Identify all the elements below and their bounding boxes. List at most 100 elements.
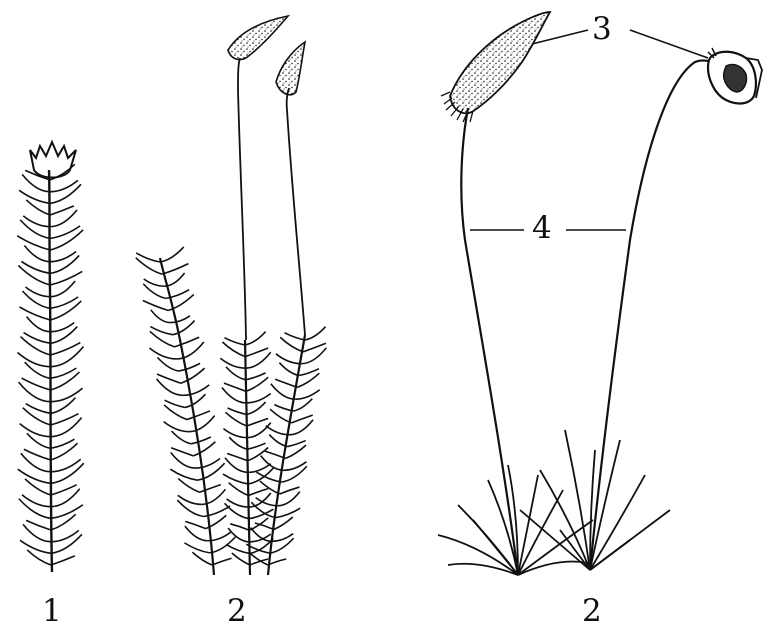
tuft-leaf: [448, 564, 518, 575]
plant-2-shoot-c-leaf: [274, 405, 293, 411]
plant-1-leaf: [22, 495, 51, 507]
plant-2-shoot-b-leaf: [227, 453, 248, 460]
plant-1-leaf: [51, 439, 75, 448]
plant-2-shoot-b-leaf: [248, 447, 269, 460]
plant-2-shoot-a-leaf: [200, 485, 221, 493]
capsule-naked: [708, 48, 762, 103]
plant-2-left-shoot-b-stem: [245, 340, 250, 575]
plant-1-leaf: [23, 524, 51, 541]
label-plant-2-right: 2: [580, 596, 604, 627]
tuft-leaf: [565, 430, 590, 570]
plant-2-shoot-b-leaf: [248, 464, 271, 473]
plant-2-shoot-b-leaf: [248, 489, 268, 496]
plant-2-shoot-c-leaf: [303, 343, 326, 352]
plant-1-leaf: [20, 540, 51, 553]
plant-1-stem: [49, 170, 52, 572]
plant-1-leaf: [19, 190, 50, 203]
plant-2-shoot-a-leaf: [175, 337, 200, 347]
plant-2-shoot-c-leaf: [301, 348, 326, 364]
plant-1-leaf: [50, 271, 82, 285]
plant-2-shoot-a-leaf: [157, 374, 181, 383]
plant-1-leaf: [25, 170, 50, 180]
plant-1-leaf: [23, 408, 51, 425]
plant-1-leaf: [22, 378, 51, 390]
capsule-calyptra: [450, 12, 550, 113]
plant-2-shoot-a-leaf: [178, 495, 202, 504]
plant-2-shoot-a-leaf: [143, 300, 168, 310]
plant-1-leaf: [50, 251, 76, 261]
plant-2-shoot-b-leaf: [246, 373, 266, 380]
plant-2-shoot-b-leaf: [229, 437, 247, 449]
plant-2-shoot-b-leaf: [223, 474, 248, 484]
plant-2-shoot-c-leaf: [279, 363, 299, 376]
plant-2-shoot-a-leaf: [192, 552, 212, 565]
plant-1-leaf: [26, 520, 51, 530]
plant-2-shoot-c-leaf: [275, 379, 297, 387]
plant-2-shoot-c-leaf: [287, 441, 305, 447]
plant-2-shoot-a-leaf: [160, 247, 184, 262]
plant-2-shoot-a-leaf: [185, 394, 205, 407]
plant-2-shoot-a-leaf: [193, 442, 215, 456]
leader-line-3-left: [532, 30, 588, 44]
plant-1-leaf: [51, 388, 83, 402]
plant-2-shoot-c-leaf: [293, 399, 312, 411]
plant-2-right-leaf-tufts: [438, 430, 670, 575]
plant-2-shoot-a-leaf: [185, 521, 205, 528]
tuft-leaf: [518, 475, 538, 575]
plant-2-shoot-a-leaf: [195, 458, 220, 468]
label-seta-4: 4: [530, 213, 554, 244]
plant-2-shoot-b-leaf: [223, 429, 247, 438]
plant-2-left-leaves: [136, 247, 327, 565]
plant-2-shoot-b-leaf: [246, 393, 270, 402]
plant-2-shoot-a-leaf: [149, 348, 176, 359]
plant-1-leaf: [50, 210, 77, 227]
plant-1-leaf: [24, 449, 51, 460]
plant-2-shoot-a-leaf: [150, 327, 172, 335]
plant-2-shoot-a-leaf: [183, 385, 209, 395]
plant-1-leaf: [51, 418, 82, 437]
plant-2-shoot-c-leaf: [270, 409, 291, 423]
label-capsule-3: 3: [590, 14, 614, 45]
plant-1-rosette: [30, 142, 76, 178]
plant-2-shoot-a-leaf: [157, 379, 183, 395]
plant-2-shoot-a-leaf: [172, 431, 192, 444]
plant-2-shoot-a-leaf: [171, 448, 193, 456]
plant-2-left-capsule-a: [228, 16, 288, 60]
plant-1-leaf: [24, 333, 51, 344]
plant-2-left-seta-b: [287, 88, 305, 335]
plant-2-shoot-c-leaf: [265, 451, 286, 458]
plant-1-leaf: [26, 404, 51, 414]
plant-2-shoot-b-leaf: [245, 332, 266, 345]
plant-2-shoot-c-leaf: [276, 508, 300, 517]
plant-1-leaf: [21, 453, 51, 471]
plant-1-leaf: [51, 556, 75, 565]
plant-2-shoot-c-leaf: [272, 534, 293, 542]
tuft-leaf: [518, 520, 593, 575]
plant-2-shoot-a-leaf: [164, 422, 189, 432]
plant-1-leaf: [23, 216, 50, 227]
plant-2-left-shoot-a-stem: [160, 258, 214, 575]
plant-1-leaf: [51, 485, 77, 495]
plant-2-shoot-c-leaf: [274, 517, 293, 529]
plant-1-leaf: [50, 206, 74, 215]
plant-2-shoot-b-leaf: [229, 483, 249, 496]
plant-2-shoot-a-leaf: [165, 400, 185, 407]
seta-left: [461, 108, 518, 575]
plant-2-shoot-c-leaf: [284, 462, 307, 471]
plant-2-shoot-a-leaf: [191, 437, 211, 444]
plant-1-leaf: [24, 245, 50, 261]
plant-1-leaf: [51, 514, 76, 530]
plant-1-leaf: [51, 414, 79, 425]
plant-1-leaf: [51, 489, 80, 507]
plant-1-leaf: [50, 184, 81, 203]
plant-2-shoot-a-leaf: [212, 558, 232, 565]
plant-2-shoot-c-leaf: [295, 390, 319, 399]
plant-2-shoot-a-leaf: [187, 411, 210, 420]
plant-1-leaf: [25, 287, 50, 297]
label-plant-1: 1: [40, 596, 64, 627]
plant-2-shoot-b-leaf: [247, 443, 265, 449]
plant-1-leaf: [50, 323, 74, 332]
plant-2-shoot-a-leaf: [170, 316, 190, 323]
